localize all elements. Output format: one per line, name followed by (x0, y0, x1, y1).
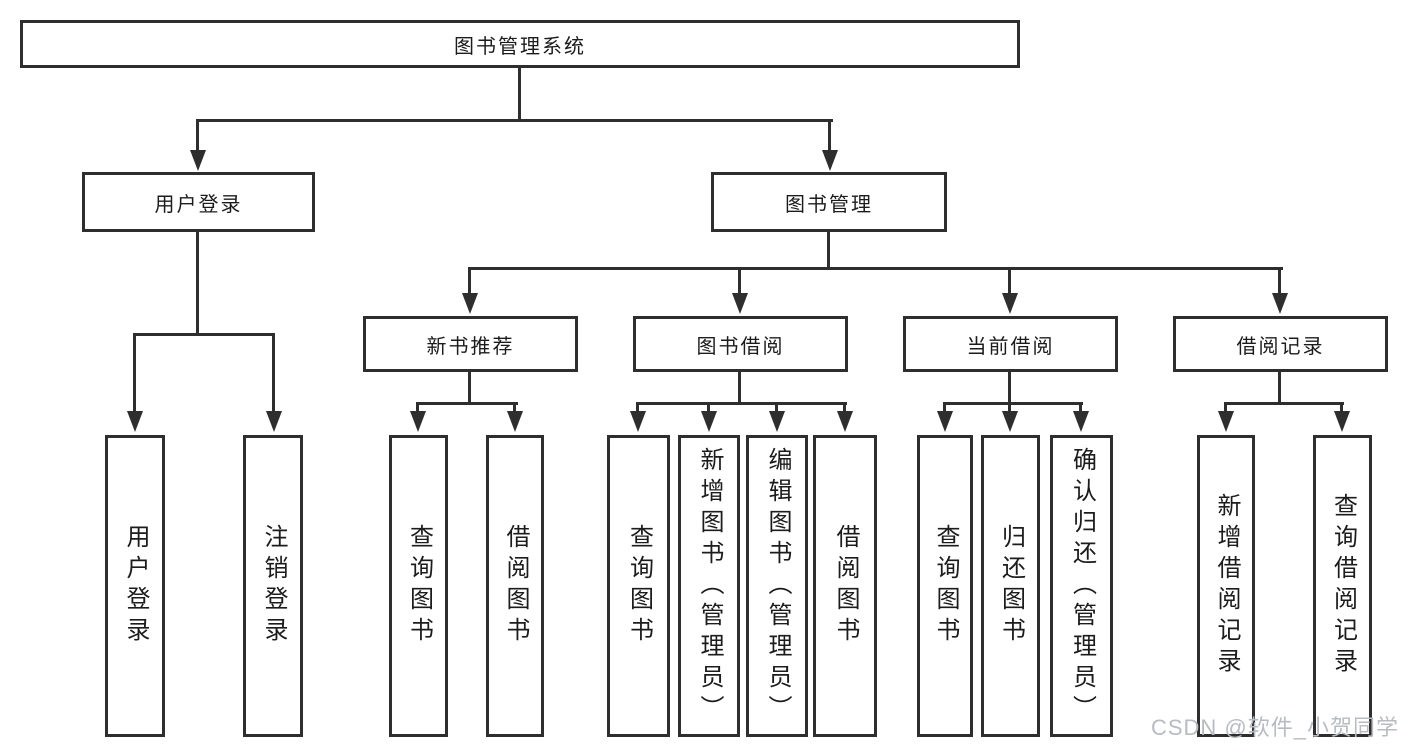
connector-line (1278, 372, 1281, 404)
node-new-book-recommend-label: 新书推荐 (426, 335, 515, 358)
connector-line (1278, 267, 1281, 295)
connector-arrow-icon (410, 411, 426, 432)
connector-arrow-icon (462, 293, 478, 314)
node-leaf-bb-add-books-admin-label: 新增图书（管理员） (696, 446, 723, 726)
connector-line (416, 402, 419, 412)
connector-arrow-icon (630, 411, 646, 432)
node-leaf-user-login: 用户登录 (105, 435, 165, 737)
connector-line (196, 119, 833, 122)
connector-arrow-icon (190, 150, 206, 171)
connector-line (1224, 402, 1344, 405)
connector-line (827, 232, 830, 270)
node-leaf-bb-borrow-books: 借阅图书 (813, 435, 877, 737)
connector-line (513, 402, 516, 412)
connector-line (707, 402, 710, 412)
node-leaf-logout-label: 注销登录 (260, 524, 287, 648)
node-book-borrowing-label: 图书借阅 (696, 335, 785, 358)
connector-line (133, 333, 136, 412)
connector-line (636, 402, 639, 412)
connector-arrow-icon (1272, 293, 1288, 314)
connector-line (1224, 402, 1227, 412)
node-book-management: 图书管理 (711, 172, 947, 232)
connector-line (775, 402, 778, 412)
connector-line (1008, 402, 1011, 412)
connector-line (196, 119, 199, 152)
connector-arrow-icon (822, 150, 838, 171)
node-current-borrowing: 当前借阅 (903, 316, 1118, 372)
node-leaf-nb-borrow-books-label: 借阅图书 (502, 524, 529, 648)
connector-arrow-icon (1002, 411, 1018, 432)
connector-line (468, 267, 471, 295)
connector-line (1008, 372, 1011, 404)
node-leaf-bb-query-books-label: 查询图书 (625, 524, 653, 648)
node-leaf-user-login-label: 用户登录 (122, 524, 149, 648)
connector-line (1340, 402, 1343, 412)
node-leaf-br-add-record: 新增借阅记录 (1197, 435, 1255, 737)
connector-line (943, 402, 1083, 405)
connector-line (1079, 402, 1082, 412)
connector-arrow-icon (127, 411, 143, 432)
connector-arrow-icon (701, 411, 717, 432)
node-root-label: 图书管理系统 (454, 35, 586, 58)
node-borrowing-records-label: 借阅记录 (1236, 335, 1325, 358)
connector-line (133, 333, 275, 336)
connector-arrow-icon (732, 293, 748, 314)
connector-line (843, 402, 846, 412)
connector-line (943, 402, 946, 412)
connector-arrow-icon (1218, 411, 1234, 432)
connector-arrow-icon (507, 411, 523, 432)
node-leaf-nb-borrow-books: 借阅图书 (486, 435, 544, 737)
node-leaf-bb-add-books-admin: 新增图书（管理员） (678, 435, 740, 737)
connector-line (636, 402, 847, 405)
connector-line (738, 267, 741, 295)
node-user-login: 用户登录 (82, 172, 315, 232)
node-new-book-recommend: 新书推荐 (363, 316, 578, 372)
connector-line (828, 119, 831, 152)
node-current-borrowing-label: 当前借阅 (966, 335, 1055, 358)
node-leaf-cb-confirm-return-admin-label: 确认归还（管理员） (1068, 446, 1096, 726)
node-leaf-br-add-record-label: 新增借阅记录 (1213, 493, 1240, 679)
connector-arrow-icon (837, 411, 853, 432)
node-leaf-br-query-record-label: 查询借阅记录 (1329, 493, 1357, 679)
node-leaf-cb-return-books: 归还图书 (981, 435, 1040, 737)
node-leaf-nb-query-books-label: 查询图书 (405, 524, 433, 648)
node-leaf-br-query-record: 查询借阅记录 (1313, 435, 1372, 737)
connector-arrow-icon (1073, 411, 1089, 432)
watermark: CSDN @软件_小贺同学 (1150, 715, 1399, 740)
connector-arrow-icon (1334, 411, 1350, 432)
node-leaf-bb-edit-books-admin: 编辑图书（管理员） (746, 435, 808, 737)
node-leaf-cb-return-books-label: 归还图书 (997, 524, 1025, 648)
node-book-borrowing: 图书借阅 (633, 316, 848, 372)
connector-line (416, 402, 518, 405)
connector-line (1008, 267, 1011, 295)
node-borrowing-records: 借阅记录 (1173, 316, 1388, 372)
connector-line (738, 372, 741, 404)
connector-line (468, 372, 471, 404)
node-root: 图书管理系统 (20, 20, 1020, 68)
connector-arrow-icon (266, 411, 282, 432)
connector-line (518, 68, 521, 122)
node-leaf-bb-edit-books-admin-label: 编辑图书（管理员） (764, 446, 791, 726)
connector-line (272, 333, 275, 412)
node-leaf-cb-confirm-return-admin: 确认归还（管理员） (1050, 435, 1113, 737)
node-leaf-logout: 注销登录 (243, 435, 303, 737)
connector-arrow-icon (937, 411, 953, 432)
node-book-management-label: 图书管理 (785, 193, 873, 216)
node-leaf-nb-query-books: 查询图书 (389, 435, 448, 737)
connector-line (196, 232, 199, 335)
node-leaf-bb-borrow-books-label: 借阅图书 (832, 524, 859, 648)
node-user-login-label: 用户登录 (154, 193, 243, 216)
node-leaf-bb-query-books: 查询图书 (607, 435, 670, 737)
node-leaf-cb-query-books: 查询图书 (917, 435, 973, 737)
connector-arrow-icon (769, 411, 785, 432)
connector-arrow-icon (1002, 293, 1018, 314)
node-leaf-cb-query-books-label: 查询图书 (932, 524, 959, 648)
connector-line (468, 267, 1283, 270)
